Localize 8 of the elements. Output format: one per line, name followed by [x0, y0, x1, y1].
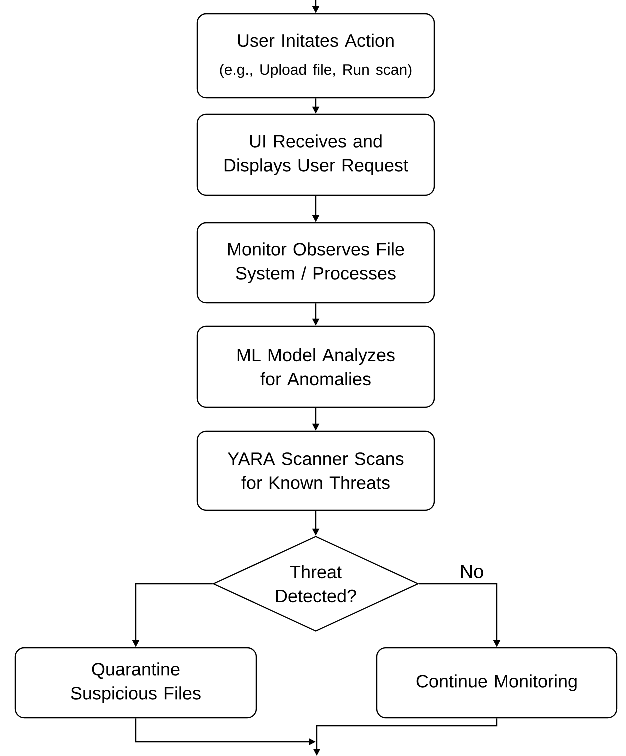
process-box: YARA Scanner Scans for Known Threats [196, 430, 436, 512]
edge-label: No [458, 564, 486, 580]
process-box: UI Receives and Displays User Request [196, 114, 436, 196]
process-box: ML Model Analyzes for Anomalies [196, 326, 436, 408]
process-box: Continue Monitoring [376, 647, 618, 719]
process-box: User Initates Action (e.g., Upload file, Run scan) [196, 13, 436, 99]
process-box: Monitor Observes File System / Processes [196, 222, 436, 304]
process-box: Quarantine Suspicious Files [14, 647, 258, 719]
